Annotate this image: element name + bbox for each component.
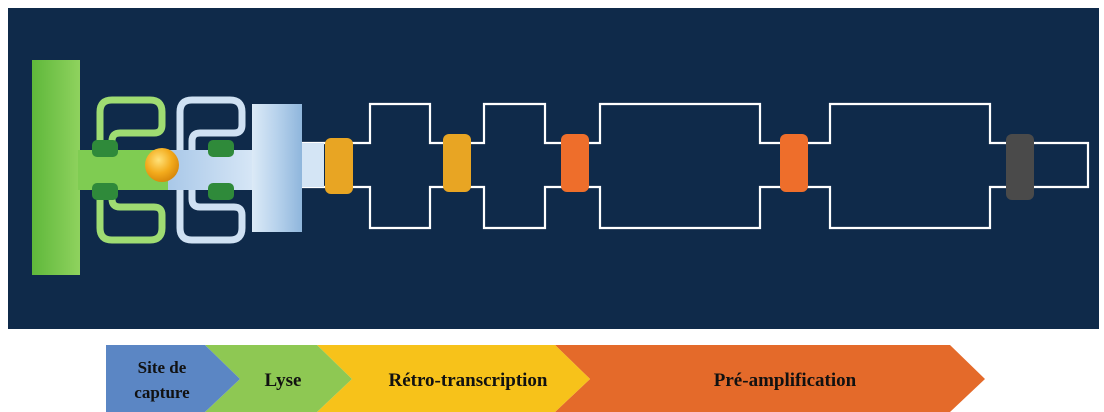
step-label-preamp: Pré-amplification	[714, 370, 857, 391]
step-label-capture-line1: Site de	[138, 358, 187, 377]
blue-serpentine-channel	[176, 96, 246, 150]
capture-site	[32, 60, 168, 275]
step-arrow-lysis	[205, 345, 352, 412]
lysis-chamber	[168, 96, 324, 244]
valve-grey	[1006, 134, 1034, 200]
valve-yellow-1	[325, 138, 353, 194]
captured-cell	[145, 148, 179, 182]
workflow-arrow-bar: Site de capture Lyse Rétro-transcription…	[106, 345, 985, 412]
capture-valve-left	[92, 140, 118, 157]
step-arrow-preamp	[555, 345, 985, 412]
valve-orange-1	[561, 134, 589, 192]
channel-outline	[300, 102, 1090, 230]
step-label-capture-line2: capture	[134, 383, 190, 402]
valve-yellow-2	[443, 134, 471, 192]
step-label-rt: Rétro-transcription	[388, 370, 547, 391]
green-serpentine-channel	[96, 96, 166, 150]
step-arrow-capture	[106, 345, 240, 412]
step-label-lysis: Lyse	[265, 370, 302, 391]
valve-orange-2	[780, 134, 808, 192]
capture-valve-right	[208, 140, 234, 157]
step-arrow-rt	[317, 345, 590, 412]
